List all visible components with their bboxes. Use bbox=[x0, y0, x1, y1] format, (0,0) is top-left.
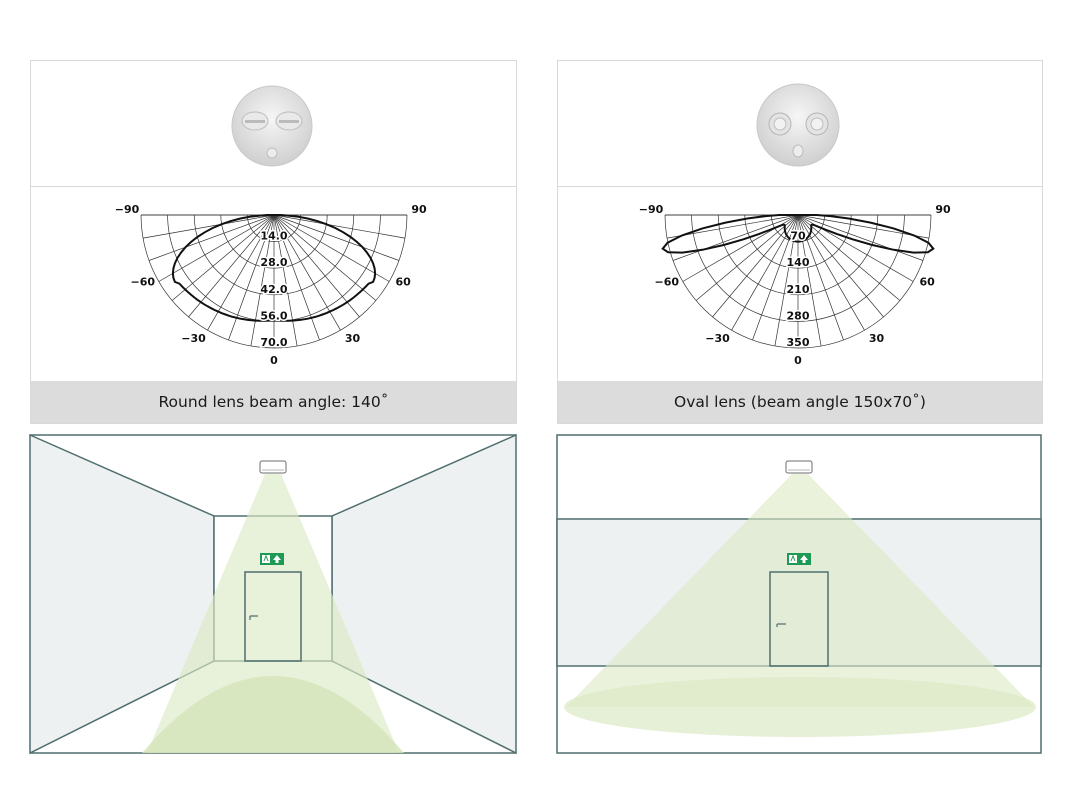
ring-label: 14.0 bbox=[260, 230, 287, 243]
polar-spoke bbox=[171, 214, 275, 301]
angle-label: 60 bbox=[396, 276, 412, 289]
light-beam bbox=[147, 474, 399, 753]
polar-spoke bbox=[695, 214, 799, 301]
polar-spoke bbox=[712, 214, 799, 318]
light-beam bbox=[566, 474, 1034, 707]
polar-spoke bbox=[797, 214, 924, 261]
polar-spoke bbox=[273, 214, 298, 347]
polar-spoke bbox=[148, 214, 275, 261]
ring-label: 70 bbox=[790, 230, 806, 243]
angle-label: 30 bbox=[345, 332, 361, 345]
polar-spoke bbox=[752, 214, 799, 341]
round-lens-caption: Round lens beam angle: 140˚ bbox=[31, 381, 516, 423]
ceiling-luminaire bbox=[259, 460, 287, 474]
intensity-curve bbox=[661, 214, 935, 254]
polar-spoke bbox=[797, 214, 930, 239]
round-lens-panel: 14.0 28.0 42.0 56.0 70.0 −90 90 −60 60 −30 30 0 Rou… bbox=[30, 60, 517, 424]
polar-spoke bbox=[142, 214, 275, 239]
ring-label: 140 bbox=[787, 256, 810, 269]
door bbox=[244, 571, 302, 662]
oval-lens-image bbox=[558, 61, 1042, 187]
corridor-scene-oval-lens bbox=[556, 434, 1046, 756]
polar-spoke bbox=[797, 214, 822, 347]
polar-spoke bbox=[158, 214, 275, 282]
polar-spoke bbox=[797, 214, 884, 318]
angle-label: −60 bbox=[655, 276, 680, 289]
polar-spoke bbox=[273, 214, 320, 341]
oval-lens-panel: 70 140 210 280 350 −90 90 −60 60 −30 30 0 Oval lens… bbox=[557, 60, 1043, 424]
angle-label: 0 bbox=[270, 354, 278, 367]
angle-label: 30 bbox=[869, 332, 885, 345]
ring-label: 350 bbox=[787, 336, 810, 349]
polar-spoke bbox=[797, 214, 901, 301]
oval-lens-caption: Oval lens (beam angle 150x70˚) bbox=[558, 381, 1042, 423]
angle-label: −90 bbox=[639, 203, 664, 216]
ceiling-luminaire bbox=[785, 460, 813, 474]
angle-label: −30 bbox=[181, 332, 206, 345]
polar-grid: 14.0 28.0 42.0 56.0 70.0 −90 90 −60 60 −30 30 0 bbox=[115, 203, 427, 367]
polar-spoke bbox=[273, 214, 360, 318]
polar-spoke bbox=[273, 214, 406, 239]
ring-label: 280 bbox=[787, 309, 810, 322]
polar-spoke bbox=[228, 214, 275, 341]
ring-label: 56.0 bbox=[260, 309, 287, 322]
angle-label: −90 bbox=[115, 203, 140, 216]
exit-sign bbox=[260, 553, 284, 565]
polar-spoke bbox=[273, 214, 400, 261]
angle-label: 60 bbox=[920, 276, 936, 289]
intensity-curve bbox=[171, 214, 377, 322]
angle-label: 90 bbox=[411, 203, 427, 216]
ring-label: 28.0 bbox=[260, 256, 287, 269]
floor-light-pool bbox=[564, 677, 1036, 737]
angle-label: −60 bbox=[131, 276, 156, 289]
angle-label: 0 bbox=[794, 354, 802, 367]
polar-grid: 70 140 210 280 350 −90 90 −60 60 −30 30 0 bbox=[639, 203, 951, 367]
oval-lens-polar-diagram: 70 140 210 280 350 −90 90 −60 60 −30 30 0 bbox=[558, 187, 1042, 381]
polar-spoke bbox=[797, 214, 844, 341]
angle-label: −30 bbox=[705, 332, 730, 345]
polar-spoke bbox=[774, 214, 799, 347]
round-lens-image bbox=[31, 61, 516, 187]
polar-spoke bbox=[273, 214, 390, 282]
ring-label: 70.0 bbox=[260, 336, 287, 349]
exit-sign bbox=[787, 553, 811, 565]
angle-label: 90 bbox=[935, 203, 951, 216]
ring-label: 42.0 bbox=[260, 283, 287, 296]
corridor-scene-round-lens bbox=[29, 433, 519, 756]
polar-spoke bbox=[666, 214, 799, 239]
polar-spoke bbox=[273, 214, 377, 301]
door bbox=[769, 571, 829, 667]
floor-light-pool bbox=[142, 676, 404, 753]
ring-label: 210 bbox=[787, 283, 810, 296]
round-lens-polar-diagram: 14.0 28.0 42.0 56.0 70.0 −90 90 −60 60 −30 30 0 bbox=[31, 187, 516, 381]
polar-spoke bbox=[188, 214, 275, 318]
polar-spoke bbox=[672, 214, 799, 261]
polar-spoke bbox=[250, 214, 275, 347]
